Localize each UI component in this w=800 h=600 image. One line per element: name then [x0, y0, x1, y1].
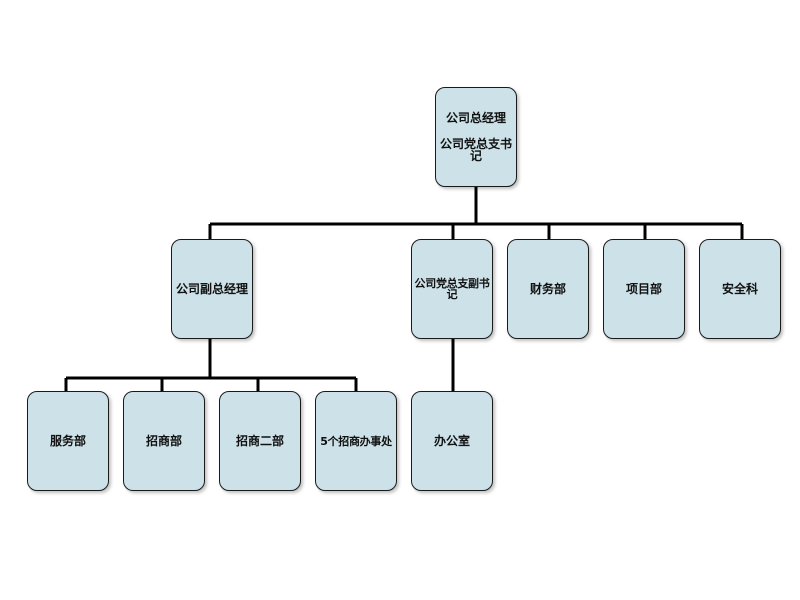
- node-deputy-party-secretary-label: 公司党总支副书记: [414, 277, 490, 301]
- node-investment-department-label: 招商部: [145, 434, 182, 448]
- node-administrative-office-label: 办公室: [433, 434, 470, 448]
- node-service-department: 服务部: [27, 391, 109, 491]
- node-deputy-party-secretary: 公司党总支副书记: [411, 239, 493, 339]
- node-investment-department-2: 招商二部: [219, 391, 301, 491]
- node-administrative-office: 办公室: [411, 391, 493, 491]
- node-investment-department-2-label: 招商二部: [235, 434, 284, 448]
- node-general-manager-title: 公司总经理: [445, 111, 506, 125]
- node-party-secretary-title: 公司党总支书记: [439, 137, 512, 163]
- node-service-department-label: 服务部: [49, 434, 86, 448]
- node-projects-department: 项目部: [603, 239, 685, 339]
- node-five-investment-offices-label: 5个招商办事处: [320, 434, 392, 448]
- node-safety-section-label: 安全科: [721, 282, 758, 296]
- node-projects-department-label: 项目部: [625, 282, 662, 296]
- node-finance-department-label: 财务部: [529, 282, 566, 296]
- node-vice-general-manager: 公司副总经理: [171, 239, 253, 339]
- node-finance-department: 财务部: [507, 239, 589, 339]
- node-five-investment-offices: 5个招商办事处: [315, 391, 397, 491]
- node-vice-general-manager-label: 公司副总经理: [175, 282, 248, 296]
- node-safety-section: 安全科: [699, 239, 781, 339]
- node-general-manager: 公司总经理 公司党总支书记: [435, 87, 517, 187]
- node-investment-department: 招商部: [123, 391, 205, 491]
